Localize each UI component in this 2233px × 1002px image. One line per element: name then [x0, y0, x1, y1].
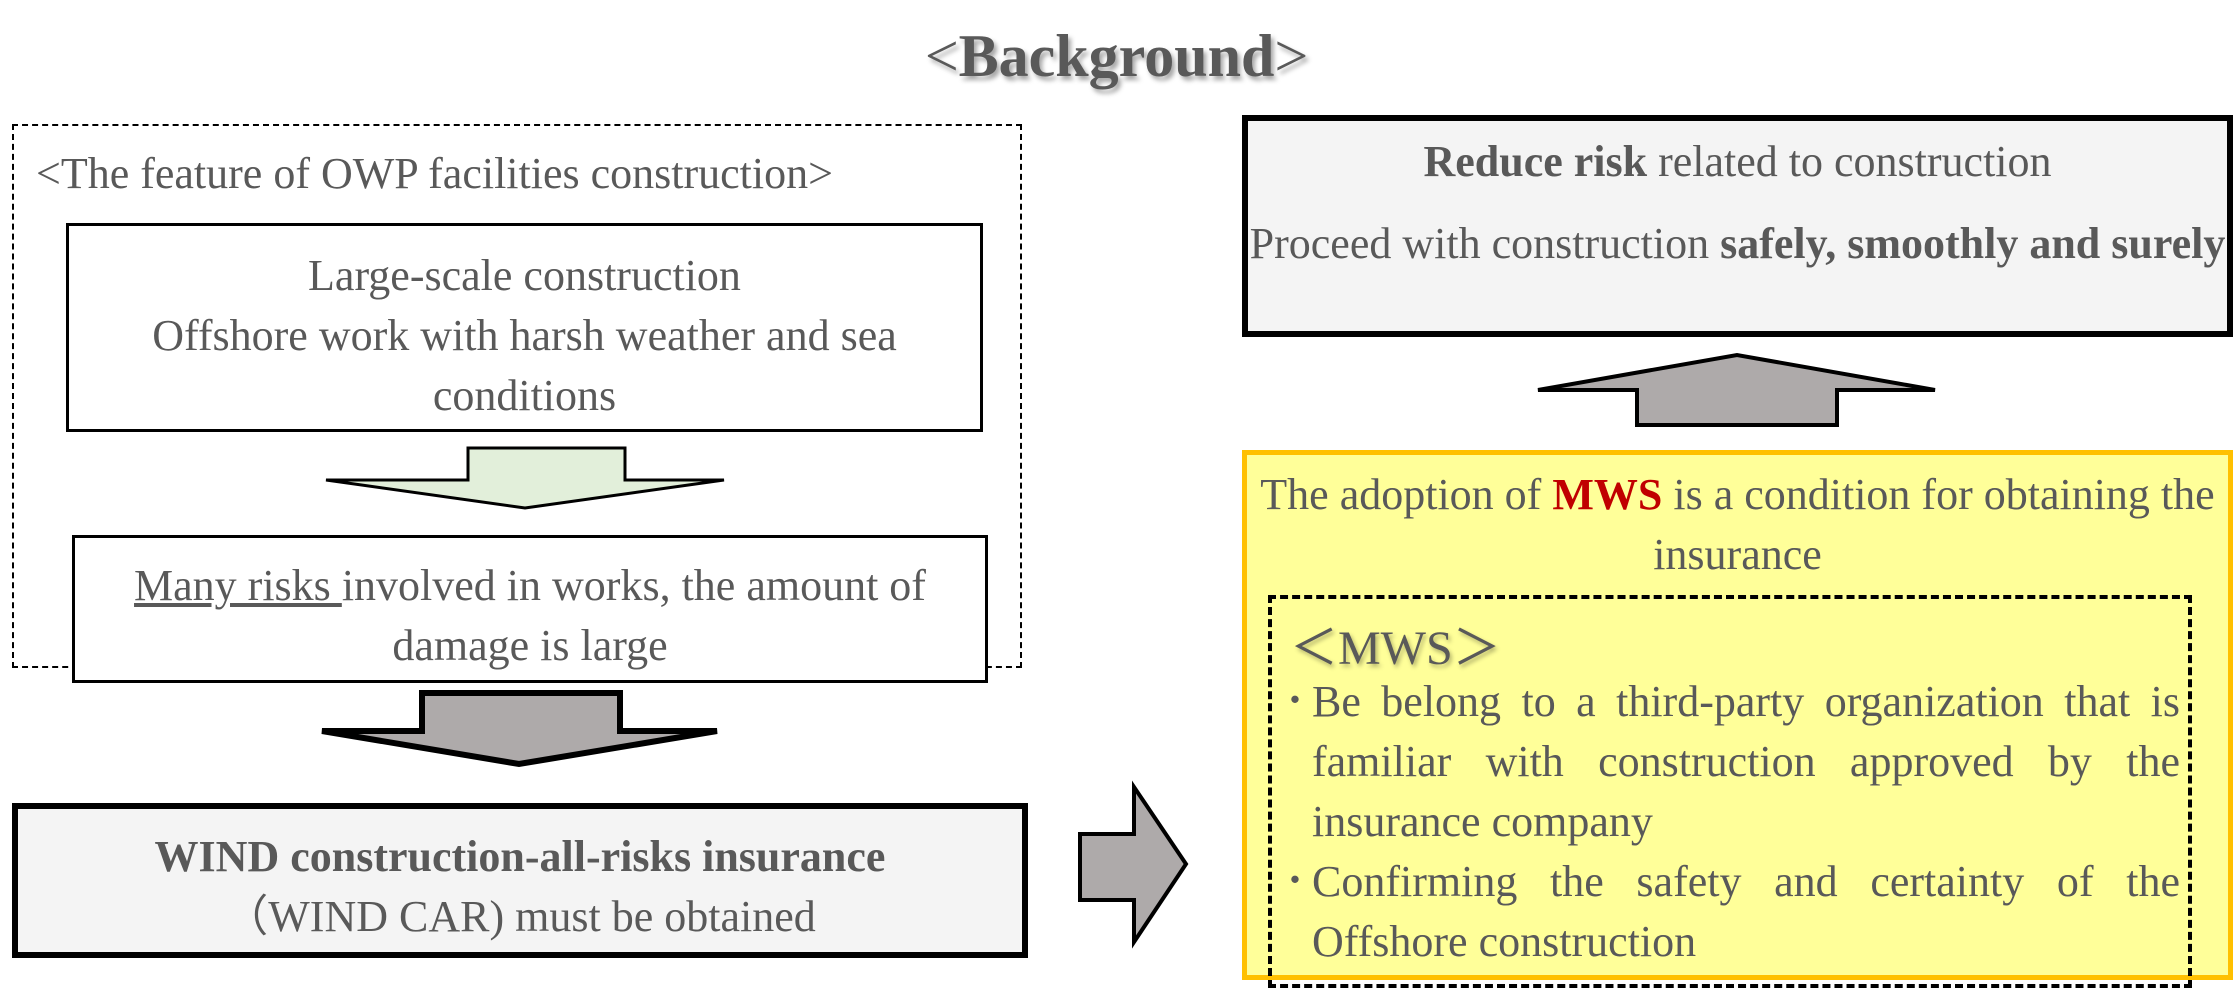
- risks-rest: involved in works, the amount of damage …: [341, 561, 926, 670]
- insurance-subtitle: （WIND CAR) must be obtained: [224, 892, 816, 941]
- owp-feature-heading: <The feature of OWP facilities construct…: [36, 149, 833, 198]
- mws-list-item: ･Be belong to a third-party organization…: [1280, 672, 2180, 852]
- risks-box: Many risks involved in works, the amount…: [72, 535, 988, 683]
- goal-line1-rest: related to construction: [1647, 137, 2052, 186]
- condition-text: The adoption of MWS is a condition for o…: [1242, 465, 2233, 585]
- right-arrow-shape: [1078, 780, 1189, 949]
- risks-underlined: Many risks: [134, 561, 342, 610]
- bullet-icon: ･: [1284, 857, 1306, 906]
- insurance-box: WIND construction-all-risks insurance （W…: [12, 803, 1028, 958]
- condition-prefix: The adoption of: [1260, 470, 1553, 519]
- title-open-bracket: <: [924, 23, 959, 89]
- feature-line-1: Large-scale construction: [308, 251, 741, 300]
- title-text: Background: [958, 23, 1275, 89]
- mws-list-item: ･Confirming the safety and certainty of …: [1280, 852, 2180, 972]
- goal-line2-plain: Proceed with construction: [1249, 219, 1721, 268]
- goal-line2-bold: safely, smoothly and surely: [1720, 219, 2226, 268]
- bullet-icon: ･: [1284, 677, 1306, 726]
- goal-box: Reduce risk related to construction Proc…: [1242, 115, 2233, 337]
- mws-list: ･Be belong to a third-party organization…: [1280, 672, 2180, 972]
- condition-suffix: is a condition for obtaining the insuran…: [1653, 470, 2215, 579]
- mws-group: [1268, 595, 2192, 988]
- insurance-title: WIND construction-all-risks insurance: [154, 832, 886, 881]
- condition-highlight: MWS: [1552, 470, 1663, 519]
- goal-line1-bold: Reduce risk: [1423, 137, 1648, 186]
- mws-item-text: Be belong to a third-party organization …: [1312, 677, 2180, 846]
- page-title: <Background>: [0, 22, 2233, 91]
- mws-heading: ＜MWS＞: [1290, 622, 1501, 675]
- feature-box: Large-scale construction Offshore work w…: [66, 223, 983, 432]
- mws-item-text: Confirming the safety and certainty of t…: [1312, 857, 2180, 966]
- title-close-bracket: >: [1274, 23, 1309, 89]
- feature-line-2: Offshore work with harsh weather and sea…: [152, 311, 897, 420]
- condition-box: [1242, 450, 2233, 980]
- up-arrow-shape: [1537, 352, 1936, 427]
- down-arrow-gray-shape: [321, 690, 718, 768]
